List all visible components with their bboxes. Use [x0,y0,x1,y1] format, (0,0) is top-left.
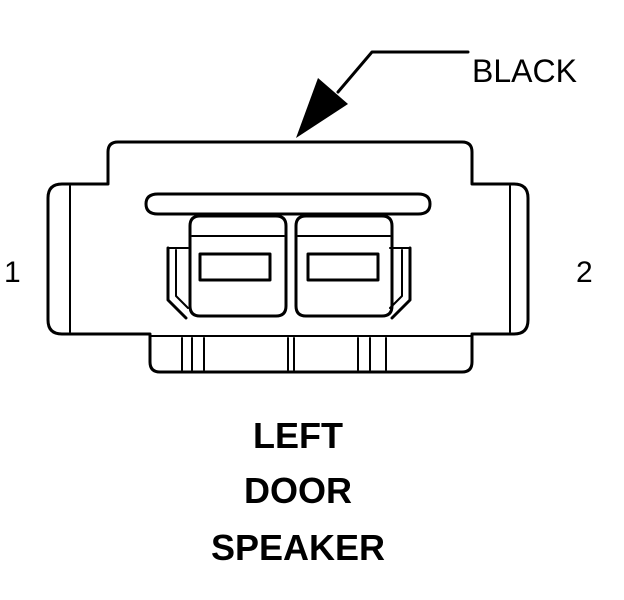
wire-color-label: BLACK [472,53,577,89]
terminal-rail [144,192,432,216]
connector-title-line-3: SPEAKER [211,527,385,568]
connector-housing [46,140,530,374]
pin-2-label: 2 [576,256,593,289]
terminal-cavity-1 [188,214,288,318]
connector-title-line-1: LEFT [253,415,343,456]
color-leader-arrow [296,50,470,138]
pin-1-label: 1 [4,256,21,289]
connector-title-line-2: DOOR [244,470,352,511]
guide-left [166,246,189,320]
terminal-cavity-2 [294,214,394,318]
bottom-ribs [149,335,473,371]
